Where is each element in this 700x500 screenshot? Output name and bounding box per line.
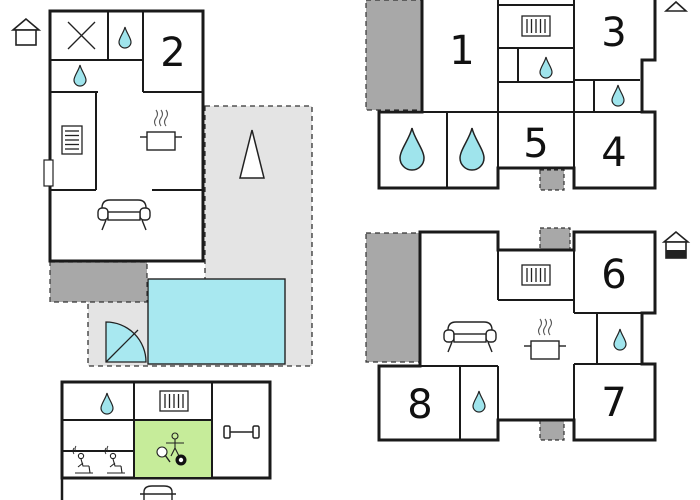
outbuilding bbox=[60, 380, 272, 500]
radiator-icon bbox=[521, 264, 551, 286]
storage-cross-icon bbox=[67, 21, 96, 50]
room-number-3: 3 bbox=[601, 10, 626, 56]
radiator-icon bbox=[61, 125, 83, 155]
room-number-1: 1 bbox=[449, 28, 474, 74]
billiards-icon bbox=[175, 454, 187, 466]
house-floor-icon bbox=[661, 230, 691, 259]
room-number-6: 6 bbox=[601, 252, 626, 298]
room-number-4: 4 bbox=[601, 130, 626, 176]
covered-area bbox=[49, 261, 148, 303]
dumbbell-icon bbox=[223, 425, 260, 439]
room-number-5: 5 bbox=[523, 121, 548, 167]
games-room bbox=[133, 419, 213, 479]
room-number-7: 7 bbox=[601, 380, 626, 426]
radiator-icon bbox=[521, 15, 551, 37]
radiator-icon bbox=[159, 390, 189, 412]
pool bbox=[147, 278, 286, 365]
room-number-2: 2 bbox=[160, 30, 185, 76]
car-icon bbox=[140, 485, 176, 500]
ping-pong-icon bbox=[156, 432, 184, 463]
house-floor-icon bbox=[12, 18, 40, 46]
room-number-8: 8 bbox=[407, 382, 432, 428]
compass-north-icon bbox=[239, 129, 265, 179]
bottom-right-building: 6 8 7 bbox=[365, 227, 691, 442]
left-building: 2 bbox=[12, 9, 313, 367]
top-right-building: 1 3 5 4 bbox=[365, 0, 689, 191]
